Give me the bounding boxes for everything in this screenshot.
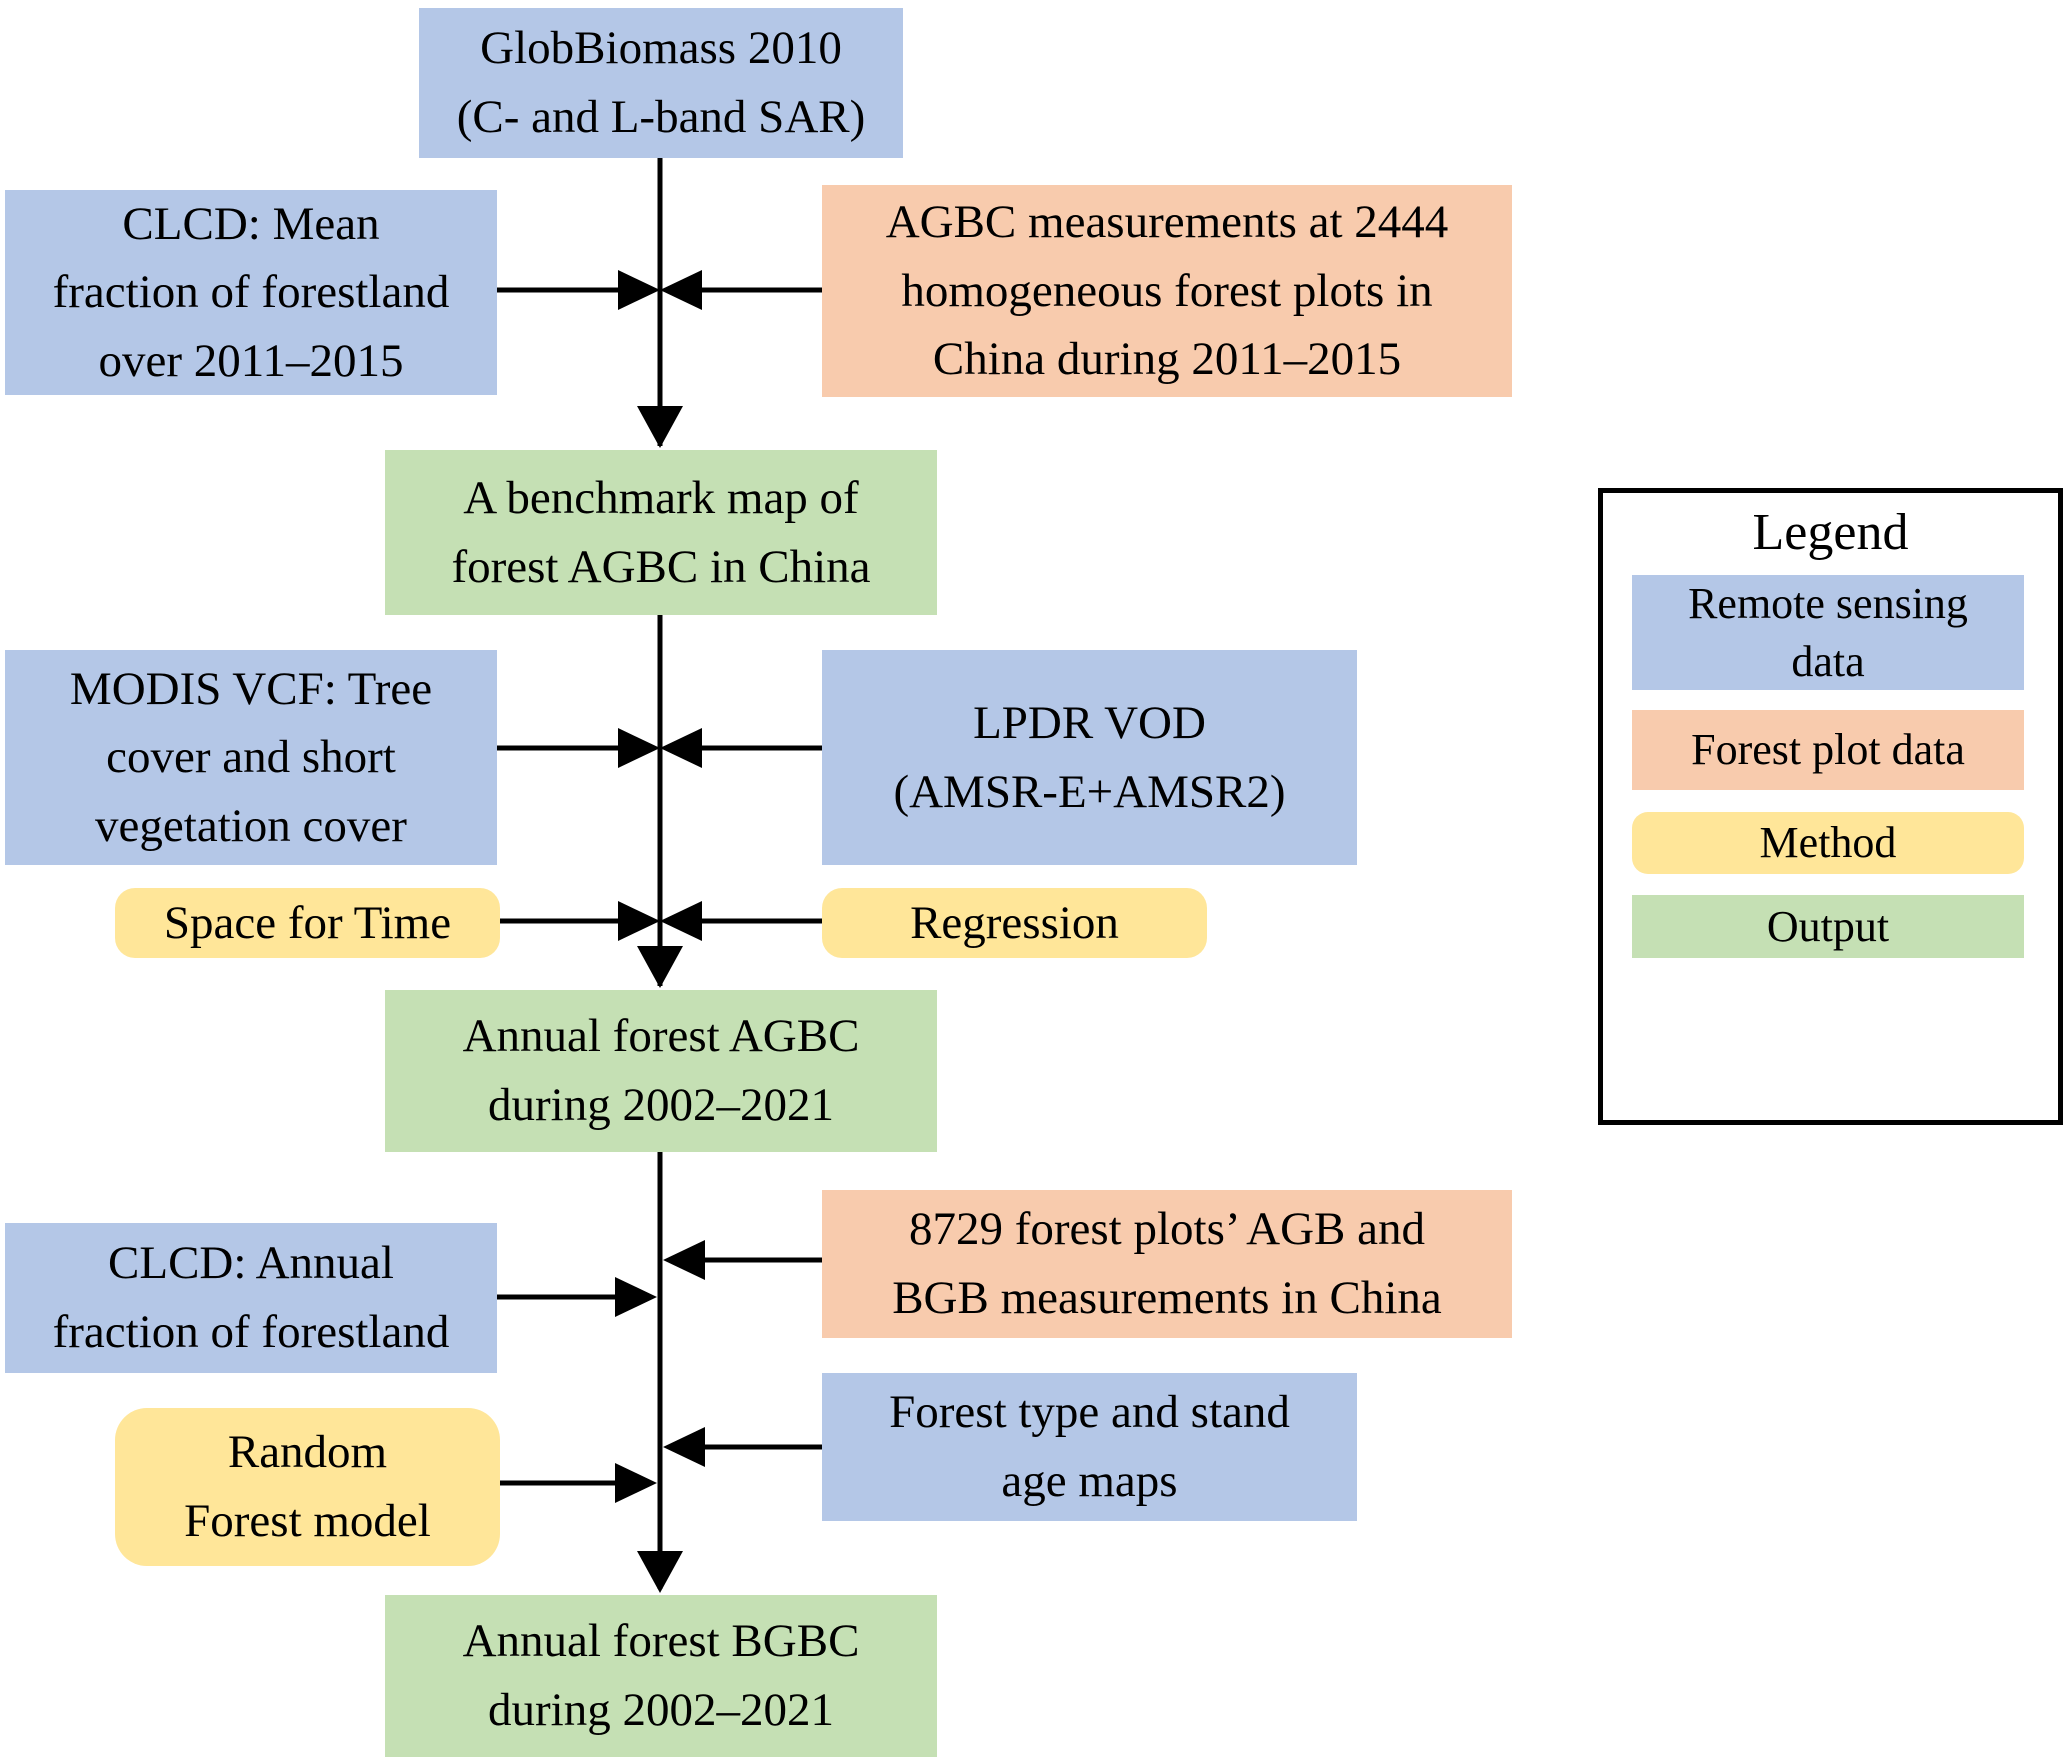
- node-regression: Regression: [822, 888, 1207, 958]
- node-globbiomass-2010: GlobBiomass 2010 (C- and L-band SAR): [419, 8, 903, 158]
- arrow-spine-2: [637, 615, 683, 988]
- legend-item-method: Method: [1632, 812, 2024, 874]
- arrow-spine-1: [637, 158, 683, 448]
- node-annual-agbc: Annual forest AGBC during 2002–2021: [385, 990, 937, 1152]
- node-annual-bgbc: Annual forest BGBC during 2002–2021: [385, 1595, 937, 1757]
- node-benchmark-agbc-map: A benchmark map of forest AGBC in China: [385, 450, 937, 615]
- arrow-clcd-annual: [497, 1277, 657, 1317]
- node-modis-vcf: MODIS VCF: Tree cover and short vegetati…: [5, 650, 497, 865]
- arrow-spine-3: [637, 1152, 683, 1593]
- legend-item-output: Output: [1632, 895, 2024, 958]
- node-agbc-plot-measurements: AGBC measurements at 2444 homogeneous fo…: [822, 185, 1512, 397]
- node-forest-type-stand-age: Forest type and stand age maps: [822, 1373, 1357, 1521]
- legend-title: Legend: [1752, 504, 1909, 561]
- legend-item-remote-sensing-data: Remote sensing data: [1632, 575, 2024, 690]
- arrow-random-forest: [500, 1463, 657, 1503]
- junction-2-arrows: [497, 728, 822, 768]
- legend-item-forest-plot-data: Forest plot data: [1632, 710, 2024, 790]
- node-lpdr-vod: LPDR VOD (AMSR-E+AMSR2): [822, 650, 1357, 865]
- node-clcd-mean-forestland: CLCD: Mean fraction of forestland over 2…: [5, 190, 497, 395]
- node-clcd-annual-forestland: CLCD: Annual fraction of forestland: [5, 1223, 497, 1373]
- node-space-for-time: Space for Time: [115, 888, 500, 958]
- arrow-forest-type: [663, 1427, 822, 1467]
- junction-1-arrows: [497, 270, 822, 310]
- junction-3-arrows: [500, 901, 822, 941]
- node-8729-forest-plots: 8729 forest plots’ AGB and BGB measureme…: [822, 1190, 1512, 1338]
- node-random-forest-model: Random Forest model: [115, 1408, 500, 1566]
- arrow-plots-8729: [663, 1240, 822, 1280]
- legend-panel: Legend Remote sensing data Forest plot d…: [1598, 488, 2063, 1125]
